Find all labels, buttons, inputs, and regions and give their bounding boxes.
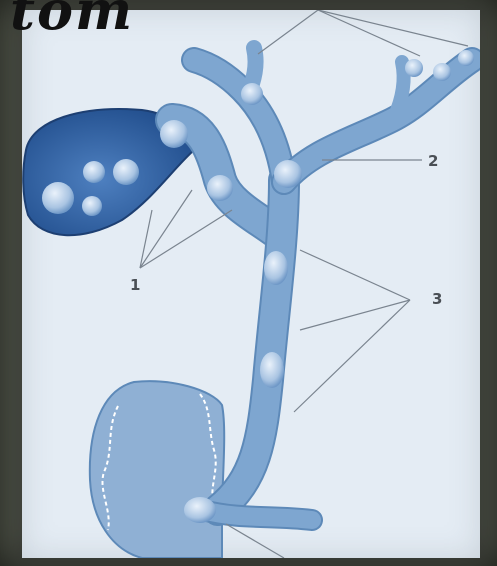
label-1: 1 bbox=[130, 276, 140, 294]
stone bbox=[82, 196, 102, 216]
stone bbox=[458, 50, 474, 66]
hepatic-branch-b bbox=[394, 62, 404, 118]
stone bbox=[160, 120, 188, 148]
stone bbox=[113, 159, 139, 185]
stone bbox=[184, 497, 216, 523]
stone bbox=[274, 160, 302, 188]
stone bbox=[405, 59, 423, 77]
stone bbox=[83, 161, 105, 183]
biliary-diagram bbox=[22, 10, 480, 558]
stone bbox=[207, 175, 233, 201]
stone bbox=[241, 83, 263, 105]
watermark-text: tom bbox=[10, 0, 134, 42]
stone bbox=[42, 182, 74, 214]
stone bbox=[260, 352, 284, 388]
label-2: 2 bbox=[428, 152, 438, 170]
label-3: 3 bbox=[432, 290, 442, 308]
illustration-panel: 1 2 3 bbox=[22, 10, 480, 558]
duodenum bbox=[90, 381, 224, 558]
stone bbox=[264, 251, 288, 285]
stone bbox=[433, 63, 451, 81]
